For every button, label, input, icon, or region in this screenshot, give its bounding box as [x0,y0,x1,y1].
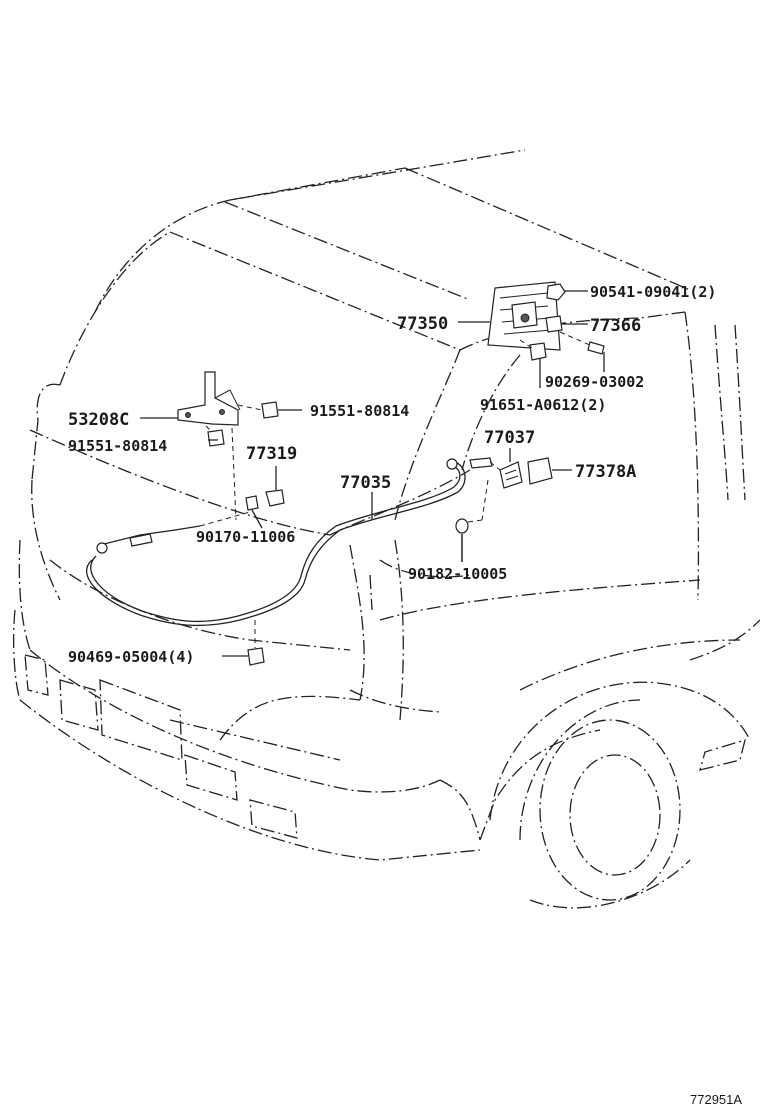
diagram-reference-number: 772951A [690,1092,742,1107]
bolt-icon [205,425,225,447]
hood-bracket-53208C [140,371,241,426]
label-90170-11006: 90170-11006 [196,528,295,546]
guide-line [467,519,483,523]
label-90269-03002: 90269-03002 [545,373,644,391]
label-90541-09041: 90541-09041(2) [590,283,716,301]
screw-icon [222,620,265,666]
guide-line [231,427,237,521]
label-77366: 77366 [590,316,641,336]
label-91551-80814-upper: 91551-80814 [310,402,409,420]
label-77035: 77035 [340,473,391,493]
clip-icon [545,315,588,333]
label-91551-80814-lower: 91551-80814 [68,437,167,455]
label-53208C: 53208C [68,410,129,430]
guide-line [489,461,501,471]
rivet-icon [559,331,605,372]
bolt-icon [237,401,302,419]
label-77319: 77319 [246,444,297,464]
bolt-icon [519,339,547,388]
vehicle-body-outline [12,149,760,909]
release-lever-77037 [499,448,523,489]
guide-line [481,479,489,521]
label-90469-05004: 90469-05004(4) [68,648,194,666]
label-77378A: 77378A [575,462,636,482]
label-90182-10005: 90182-10005 [408,565,507,583]
hood-lock-assembly-77350 [487,281,561,351]
clip-icon [245,495,263,529]
lever-cover-77378A [527,457,572,485]
nut-icon [546,283,588,301]
label-77037: 77037 [484,428,535,448]
hood-release-cable-77035 [86,457,493,627]
label-77350: 77350 [397,314,448,334]
label-91651-A0612: 91651-A0612(2) [480,396,606,414]
clamp-icon [265,466,285,507]
